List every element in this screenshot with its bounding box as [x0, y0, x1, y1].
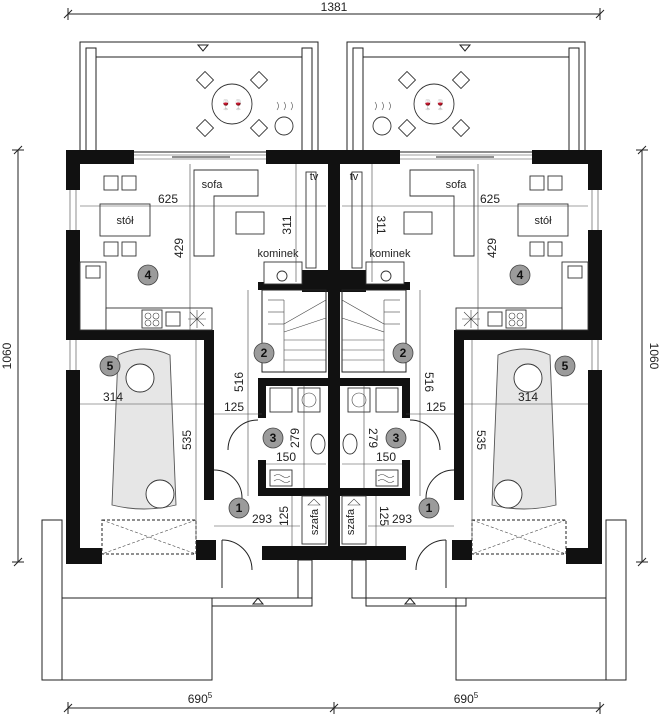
right-room-5-number: 5 [562, 359, 569, 373]
right-bath-depth: 279 [366, 428, 380, 448]
left-room-4-number: 4 [145, 268, 152, 282]
right-living-furniture: stół sofa tv kominek [350, 169, 569, 285]
left-tv-label: tv [310, 171, 319, 183]
right-tv-label: tv [350, 171, 359, 183]
left-kitchen-height: 429 [172, 238, 186, 258]
left-room-5-number: 5 [107, 359, 114, 373]
right-bath-width: 150 [376, 450, 396, 464]
left-stairs [261, 289, 327, 373]
left-kitchen [79, 261, 213, 331]
left-corridor-width: 125 [224, 400, 244, 414]
left-room-3-number: 3 [270, 431, 277, 445]
left-living-width: 625 [158, 192, 178, 206]
right-living-width: 625 [480, 192, 500, 206]
left-bathroom [269, 387, 326, 487]
right-room-2-number: 2 [400, 346, 407, 360]
right-kitchen [455, 261, 589, 331]
top-dimension: 1381 [63, 0, 605, 20]
right-room-4-number: 4 [517, 268, 524, 282]
left-entry: szafa [213, 419, 327, 588]
right-half-width-label: 6905 [454, 691, 479, 706]
rear-terraces [79, 41, 586, 153]
right-garage [471, 348, 567, 555]
right-table-label: stół [534, 215, 552, 227]
right-stairs [341, 289, 407, 373]
left-entry-width: 293 [252, 512, 272, 526]
right-corridor-width: 125 [426, 400, 446, 414]
right-entry-width: 293 [392, 512, 412, 526]
right-kitchen-height: 429 [485, 238, 499, 258]
right-interior-dimensions: 625 311 429 516 314 535 125 279 150 125 … [342, 164, 588, 546]
left-wardrobe-label: szafa [309, 508, 321, 535]
left-height-dimension: 1060 [0, 145, 24, 567]
right-height-dimension: 1060 [636, 145, 660, 567]
left-bath-width: 150 [276, 450, 296, 464]
right-wardrobe-label: szafa [345, 508, 357, 535]
right-total-height-label: 1060 [647, 343, 660, 370]
left-half-width-label: 6905 [188, 691, 213, 706]
left-fireplace-label: kominek [258, 248, 299, 260]
walls [66, 150, 602, 564]
bottom-dimension: 6905 6905 [63, 691, 605, 714]
right-sofa-label: sofa [446, 179, 468, 191]
right-hall-height: 516 [422, 372, 436, 392]
right-fireplace-label: kominek [370, 248, 411, 260]
svg-text:🍷🍷: 🍷🍷 [422, 98, 447, 111]
left-bath-depth: 279 [288, 428, 302, 448]
left-living-furniture: stół sofa tv kominek [99, 169, 319, 285]
right-garage-width: 314 [518, 390, 538, 404]
right-living-height: 311 [374, 215, 388, 234]
left-table-label: stół [116, 215, 134, 227]
right-entry-depth: 125 [377, 506, 391, 526]
left-room-1-number: 1 [236, 501, 243, 515]
left-entry-depth: 125 [277, 506, 291, 526]
left-interior-dimensions: 625 311 429 516 314 535 125 279 150 125 … [80, 164, 326, 546]
right-room-1-number: 1 [426, 501, 433, 515]
right-room-markers: 4 5 2 3 1 [385, 264, 576, 519]
right-garage-depth: 535 [474, 430, 488, 450]
left-garage-depth: 535 [180, 430, 194, 450]
right-bathroom [342, 387, 399, 487]
left-patio-furniture: 🍷🍷 [195, 70, 294, 138]
left-total-height-label: 1060 [0, 342, 14, 369]
left-living-height: 311 [280, 215, 294, 234]
total-width-label: 1381 [321, 0, 348, 14]
svg-text:🍷🍷: 🍷🍷 [220, 98, 245, 111]
windows [69, 154, 599, 370]
right-entry: szafa [341, 419, 455, 588]
left-room-markers: 4 5 2 3 1 [99, 264, 284, 519]
left-hall-height: 516 [232, 372, 246, 392]
right-room-3-number: 3 [393, 431, 400, 445]
left-sofa-label: sofa [202, 179, 224, 191]
left-garage [101, 348, 197, 555]
right-patio-furniture: 🍷🍷 [372, 70, 471, 138]
left-room-2-number: 2 [261, 346, 268, 360]
left-garage-width: 314 [103, 390, 123, 404]
